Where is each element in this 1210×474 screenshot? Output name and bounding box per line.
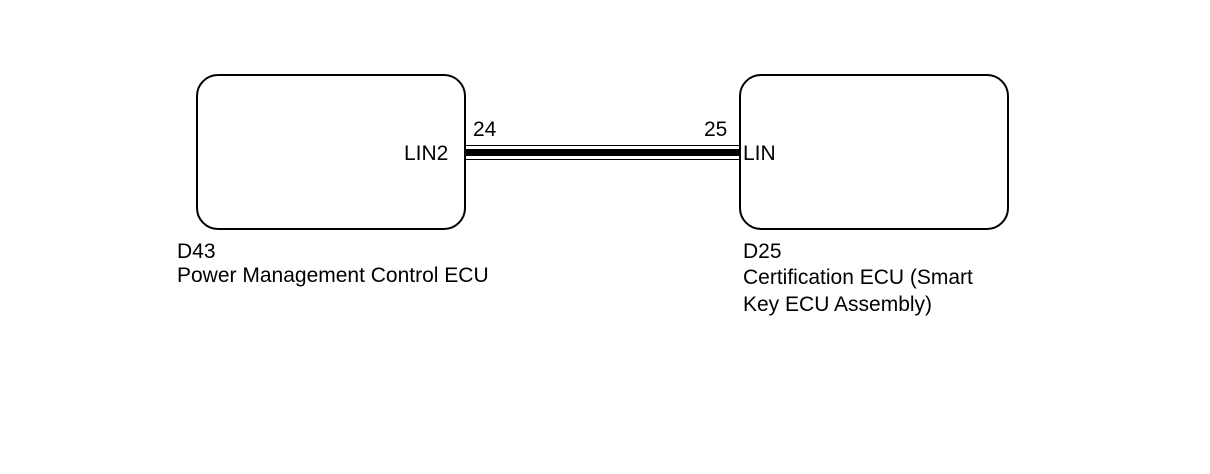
connector-id-d43: D43 <box>177 240 216 263</box>
component-name-power-management-ecu: Power Management Control ECU <box>177 264 489 287</box>
connector-id-d25: D25 <box>743 240 782 263</box>
power-management-ecu-box <box>196 74 466 230</box>
lin-wire <box>466 149 739 156</box>
pin-label-lin: LIN <box>743 142 776 165</box>
lin-wire-shield-bottom <box>466 159 739 160</box>
pin-number-25: 25 <box>704 118 728 141</box>
lin-wire-shield-top <box>466 145 739 146</box>
pin-number-24: 24 <box>473 118 497 141</box>
component-name-certification-ecu: Certification ECU (Smart Key ECU Assembl… <box>743 266 973 316</box>
pin-label-lin2: LIN2 <box>404 142 449 165</box>
certification-ecu-box <box>739 74 1009 230</box>
